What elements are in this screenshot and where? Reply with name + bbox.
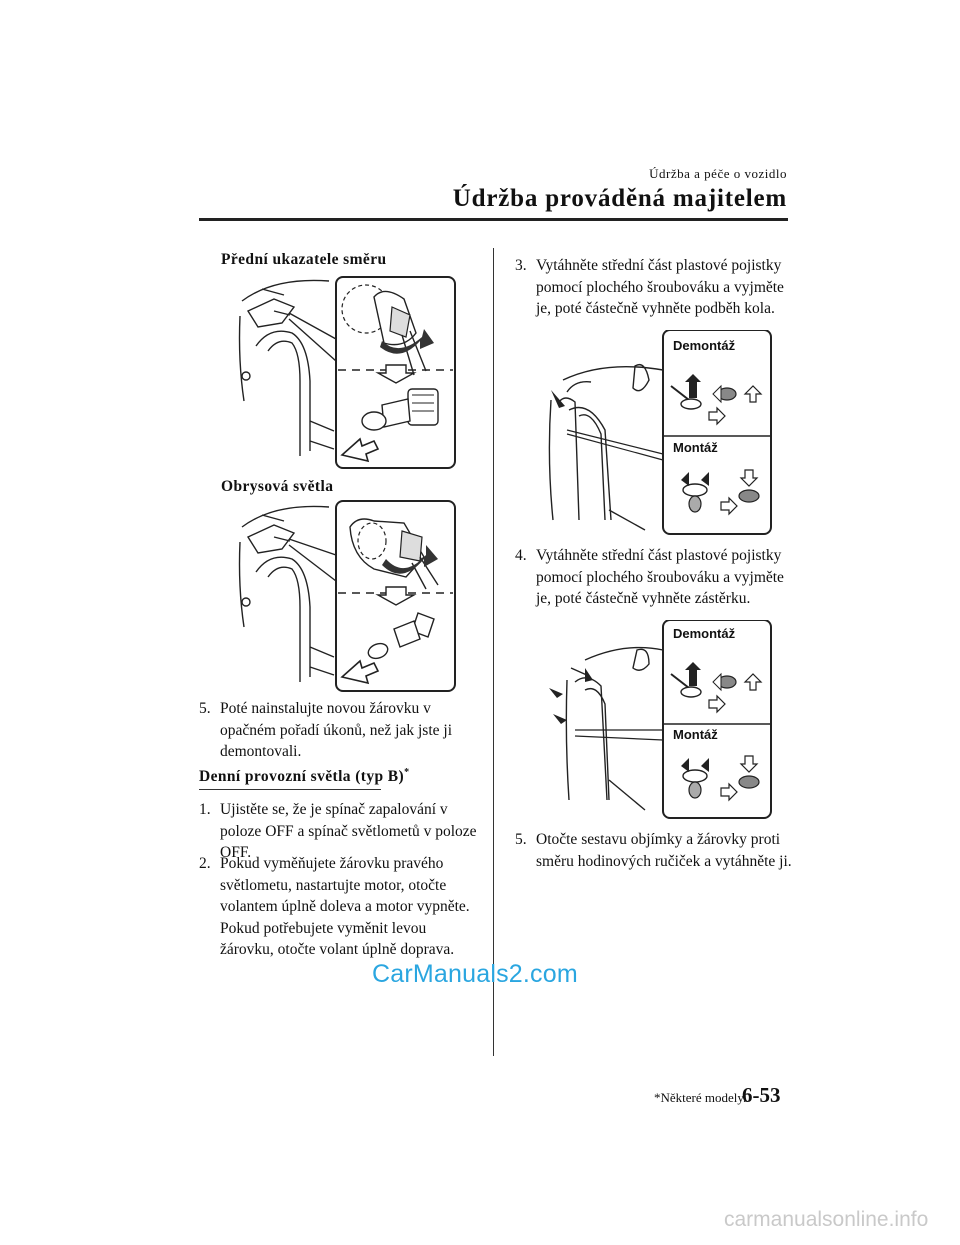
step-text: Ujistěte se, že je spínač zapalování v p… — [220, 801, 477, 861]
removal-clip-icon — [670, 662, 763, 714]
step-number: 4. — [515, 547, 527, 564]
install-clip-icon — [681, 755, 760, 802]
section-title-text: Denní provozní světla (typ B) — [199, 768, 405, 786]
header-rule — [199, 218, 788, 221]
mud-flap-figure: Demontáž Montáž — [545, 620, 773, 820]
removal-clip-icon — [670, 374, 763, 426]
watermark-link[interactable]: CarManuals2.com — [372, 960, 578, 988]
position-light-illustration — [238, 500, 456, 692]
step-1: 1. Ujistěte se, že je spínač zapalování … — [199, 799, 481, 864]
step-text: Poté nainstalujte novou žárovku v opačné… — [220, 700, 453, 760]
step-number: 1. — [199, 801, 211, 818]
column-divider — [493, 248, 494, 1056]
step-4: 4. Vytáhněte střední část plastové pojis… — [515, 545, 797, 610]
step-number: 5. — [515, 831, 527, 848]
section-title: Denní provozní světla (typ B)* — [199, 767, 409, 786]
step-number: 5. — [199, 700, 211, 717]
step-2: 2. Pokud vyměňujete žárovku pravého svět… — [199, 853, 481, 961]
figure-caption-position-lights: Obrysová světla — [221, 478, 334, 495]
section-header: Údržba a péče o vozidlo — [649, 166, 787, 181]
step-text: Otočte sestavu objímky a žárovky proti s… — [536, 831, 792, 870]
figure-caption-turn-signals: Přední ukazatele směru — [221, 251, 387, 268]
footnote-mark: * — [404, 767, 410, 778]
step-number: 2. — [199, 855, 211, 872]
turn-signal-illustration — [238, 276, 456, 469]
label-install: Montáž — [673, 440, 718, 455]
page-number: 6-53 — [742, 1083, 781, 1107]
step-text: Vytáhněte střední část plastové pojistky… — [536, 547, 784, 607]
step-5-left: 5. Poté nainstalujte novou žárovku v opa… — [199, 698, 481, 763]
label-removal: Demontáž — [673, 626, 736, 641]
step-5-right: 5. Otočte sestavu objímky a žárovky prot… — [515, 829, 797, 872]
page-title: Údržba prováděná majitelem — [452, 185, 787, 212]
step-3: 3. Vytáhněte střední část plastové pojis… — [515, 255, 797, 320]
label-install: Montáž — [673, 727, 718, 742]
step-text: Vytáhněte střední část plastové pojistky… — [536, 257, 784, 317]
install-clip-icon — [681, 469, 760, 516]
site-url[interactable]: carmanualsonline.info — [724, 1208, 929, 1231]
wheel-liner-figure: Demontáž Montáž — [545, 330, 773, 536]
label-removal: Demontáž — [673, 338, 736, 353]
section-rule — [199, 789, 381, 790]
footnote: *Některé modely. — [654, 1090, 747, 1105]
step-text: Pokud vyměňujete žárovku pravého světlom… — [220, 855, 470, 958]
step-number: 3. — [515, 257, 527, 274]
